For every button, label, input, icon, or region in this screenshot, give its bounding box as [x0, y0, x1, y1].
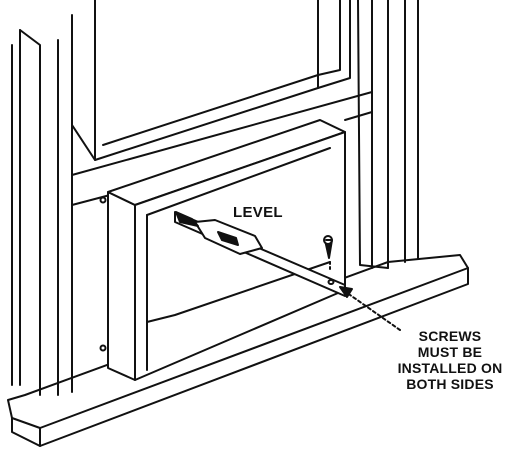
level-label: LEVEL — [233, 204, 283, 221]
screws-note: SCREWS MUST BE INSTALLED ON BOTH SIDES — [392, 328, 508, 392]
screws-note-line-4: BOTH SIDES — [406, 376, 494, 392]
right-window-jamb — [357, 0, 419, 269]
screw-icon — [323, 235, 335, 285]
pointer-arrow — [339, 286, 401, 331]
level-tool — [174, 211, 346, 297]
screws-note-line-3: INSTALLED ON — [397, 360, 503, 376]
left-window-jamb — [11, 29, 73, 396]
screws-note-line-1: SCREWS — [418, 328, 482, 344]
air-conditioner-cabinet — [99, 119, 346, 381]
screws-note-line-2: MUST BE — [417, 344, 483, 360]
window-sill — [7, 254, 469, 447]
